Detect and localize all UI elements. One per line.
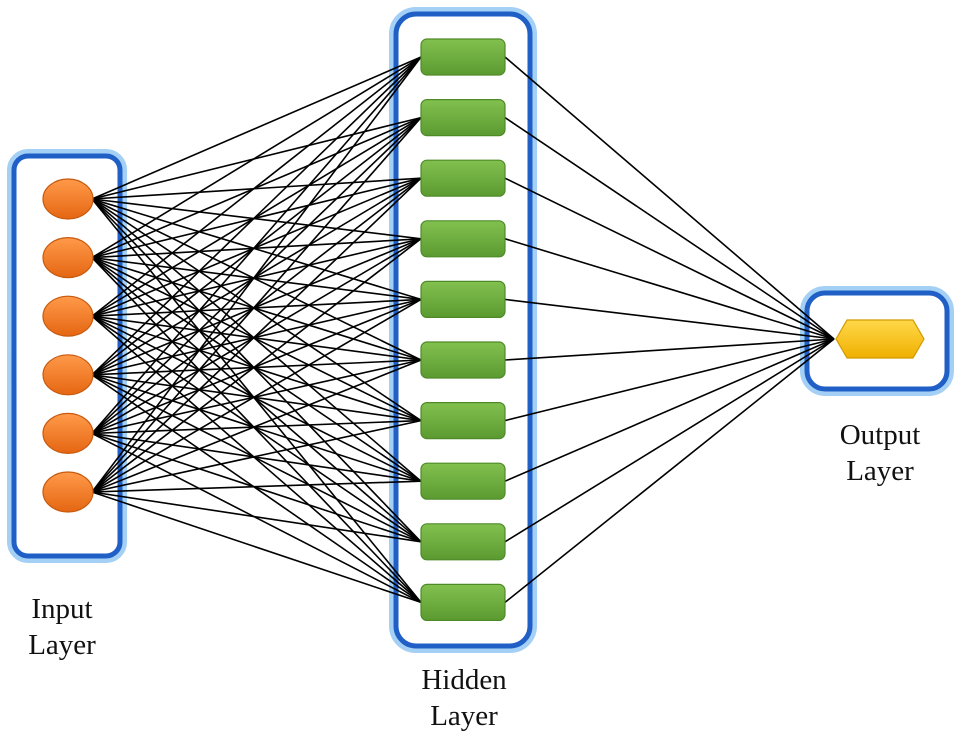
connection-input-2-hidden-1 [91, 56, 422, 259]
connection-input-4-hidden-10 [91, 374, 422, 604]
connection-hidden-10-output [504, 338, 835, 604]
input-node-6 [42, 471, 94, 513]
hidden-node-3 [420, 159, 506, 197]
connection-input-5-hidden-10 [91, 432, 422, 604]
connection-input-1-hidden-8 [91, 198, 422, 482]
connection-input-6-hidden-4 [91, 238, 422, 493]
connection-input-1-hidden-3 [91, 177, 422, 200]
input-node-4 [42, 354, 94, 396]
connection-input-1-hidden-1 [91, 56, 422, 200]
input-layer-label-line2: Layer [28, 629, 96, 661]
connection-input-2-hidden-5 [91, 256, 422, 301]
input-layer-label-line1: Input [31, 593, 93, 625]
output-layer-label: Output Layer [800, 417, 960, 489]
hidden-node-1 [420, 38, 506, 76]
connection-input-6-hidden-8 [91, 480, 422, 493]
connection-hidden-9-output [504, 338, 835, 543]
connection-input-3-hidden-1 [91, 56, 422, 317]
connection-input-3-hidden-10 [91, 315, 422, 604]
connection-input-3-hidden-6 [91, 315, 422, 361]
connection-hidden-1-output [504, 56, 835, 340]
connection-input-3-hidden-9 [91, 315, 422, 543]
connection-hidden-2-output [504, 116, 835, 340]
connection-input-5-hidden-7 [91, 419, 422, 435]
connection-input-6-hidden-9 [91, 491, 422, 543]
connection-hidden-6-output [504, 338, 835, 361]
connection-input-4-hidden-6 [91, 359, 422, 376]
connection-input-2-hidden-7 [91, 256, 422, 422]
connection-input-6-hidden-2 [91, 117, 422, 493]
connection-input-2-hidden-9 [91, 256, 422, 543]
connection-input-6-hidden-1 [91, 56, 422, 493]
connection-input-2-hidden-8 [91, 256, 422, 482]
connections [91, 56, 835, 604]
connection-input-6-hidden-5 [91, 298, 422, 493]
hidden-node-7 [420, 402, 506, 440]
hidden-node-9 [420, 523, 506, 561]
connection-input-1-hidden-4 [91, 198, 422, 240]
connection-hidden-5-output [504, 298, 835, 340]
connection-input-5-hidden-6 [91, 359, 422, 435]
hidden-node-5 [420, 280, 506, 318]
connection-input-3-hidden-5 [91, 298, 422, 317]
connection-input-6-hidden-6 [91, 359, 422, 493]
connection-input-1-hidden-9 [91, 198, 422, 543]
connection-input-2-hidden-10 [91, 257, 422, 603]
connection-input-4-hidden-7 [91, 374, 422, 422]
input-node-2 [42, 237, 94, 279]
hidden-layer-label: Hidden Layer [388, 662, 540, 734]
connection-input-2-hidden-4 [91, 238, 422, 259]
hidden-layer-box-glow [389, 7, 537, 653]
hidden-node-2 [420, 98, 506, 137]
connection-hidden-7-output [504, 338, 835, 422]
connection-input-1-hidden-5 [91, 198, 422, 301]
connection-input-4-hidden-5 [91, 298, 422, 376]
connection-input-5-hidden-1 [91, 56, 422, 434]
connection-input-5-hidden-8 [91, 432, 422, 482]
connection-input-6-hidden-3 [91, 177, 422, 493]
connection-input-4-hidden-1 [91, 56, 422, 376]
output-layer-label-line1: Output [839, 419, 921, 451]
connection-input-3-hidden-7 [91, 315, 422, 422]
connection-input-1-hidden-2 [91, 116, 422, 200]
hidden-node-6 [420, 341, 506, 379]
output-layer-label-line2: Layer [846, 455, 914, 487]
output-node [835, 319, 925, 359]
connection-input-6-hidden-10 [91, 491, 422, 604]
connection-input-4-hidden-8 [91, 374, 422, 482]
hidden-node-8 [420, 462, 506, 500]
connection-input-4-hidden-9 [91, 374, 422, 543]
input-layer-label: Input Layer [0, 591, 124, 663]
connection-hidden-8-output [504, 338, 835, 482]
input-node-1 [42, 178, 94, 220]
connection-hidden-3-output [504, 177, 835, 340]
connection-input-3-hidden-4 [91, 238, 422, 317]
nodes [42, 38, 925, 622]
connection-input-2-hidden-3 [91, 177, 422, 259]
connection-input-2-hidden-6 [91, 256, 422, 361]
connection-hidden-4-output [504, 238, 835, 340]
connection-input-1-hidden-6 [91, 198, 422, 361]
hidden-layer-label-line2: Layer [430, 700, 498, 732]
connection-input-1-hidden-7 [91, 198, 422, 422]
hidden-layer-label-line1: Hidden [421, 664, 507, 696]
connection-input-5-hidden-9 [91, 432, 422, 543]
input-node-5 [42, 412, 94, 454]
connection-input-3-hidden-8 [91, 315, 422, 482]
input-node-3 [42, 295, 94, 337]
hidden-node-4 [420, 220, 506, 258]
connection-input-6-hidden-7 [91, 419, 422, 493]
hidden-node-10 [420, 583, 506, 622]
